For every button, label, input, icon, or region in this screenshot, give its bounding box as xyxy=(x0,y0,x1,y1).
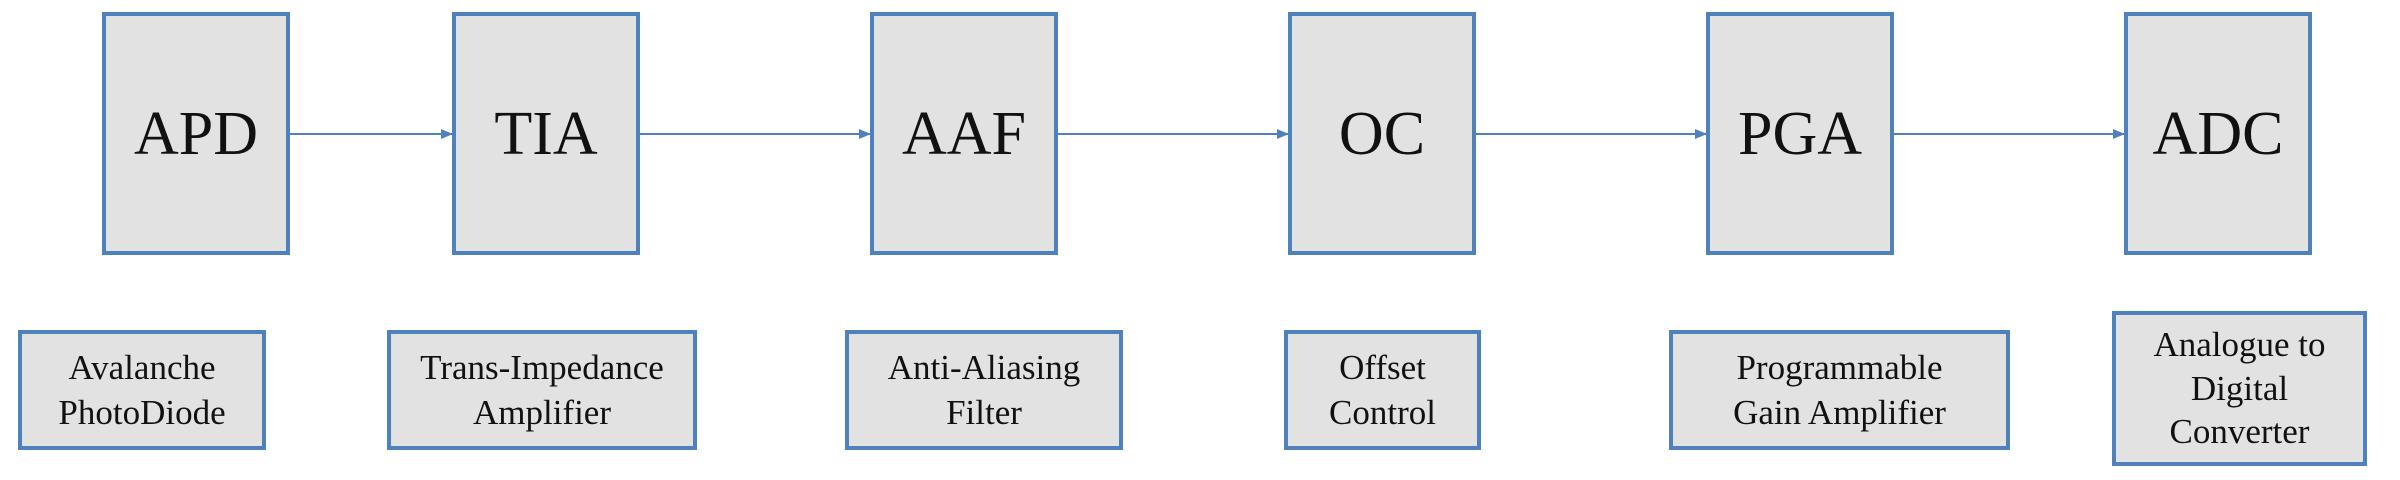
block-apd: APD xyxy=(102,12,290,255)
description-adc-line2: Digital xyxy=(2190,368,2289,408)
description-adc: Analogue to Digital Converter xyxy=(2112,311,2367,466)
block-adc: ADC xyxy=(2124,12,2312,255)
description-apd: Avalanche PhotoDiode xyxy=(18,330,266,450)
block-oc-label: OC xyxy=(1338,99,1426,168)
block-oc: OC xyxy=(1288,12,1476,255)
description-pga-line2: Gain Amplifier xyxy=(1733,393,1946,432)
description-apd-line2: PhotoDiode xyxy=(58,393,226,432)
description-adc-line3: Converter xyxy=(2169,412,2310,452)
description-pga-line1: Programmable xyxy=(1736,347,1943,387)
description-pga: Programmable Gain Amplifier xyxy=(1669,330,2010,450)
description-aaf-line1: Anti-Aliasing xyxy=(887,347,1081,387)
description-oc-line1: Offset xyxy=(1339,347,1426,387)
block-tia: TIA xyxy=(452,12,640,255)
block-aaf: AAF xyxy=(870,12,1058,255)
description-aaf-line2: Filter xyxy=(946,393,1022,432)
description-tia-line1: Trans-Impedance xyxy=(420,347,664,387)
description-adc-line1: Analogue to xyxy=(2153,324,2326,364)
block-aaf-label: AAF xyxy=(901,99,1027,168)
block-pga-label: PGA xyxy=(1737,99,1863,168)
description-apd-line1: Avalanche xyxy=(68,347,216,387)
block-pga: PGA xyxy=(1706,12,1894,255)
description-oc-line2: Control xyxy=(1329,393,1436,432)
description-aaf: Anti-Aliasing Filter xyxy=(845,330,1123,450)
block-apd-label: APD xyxy=(133,99,259,168)
description-oc: Offset Control xyxy=(1284,330,1481,450)
description-tia-line2: Amplifier xyxy=(472,393,611,432)
block-tia-label: TIA xyxy=(494,99,598,168)
block-adc-label: ADC xyxy=(2152,99,2284,168)
description-tia: Trans-Impedance Amplifier xyxy=(387,330,697,450)
